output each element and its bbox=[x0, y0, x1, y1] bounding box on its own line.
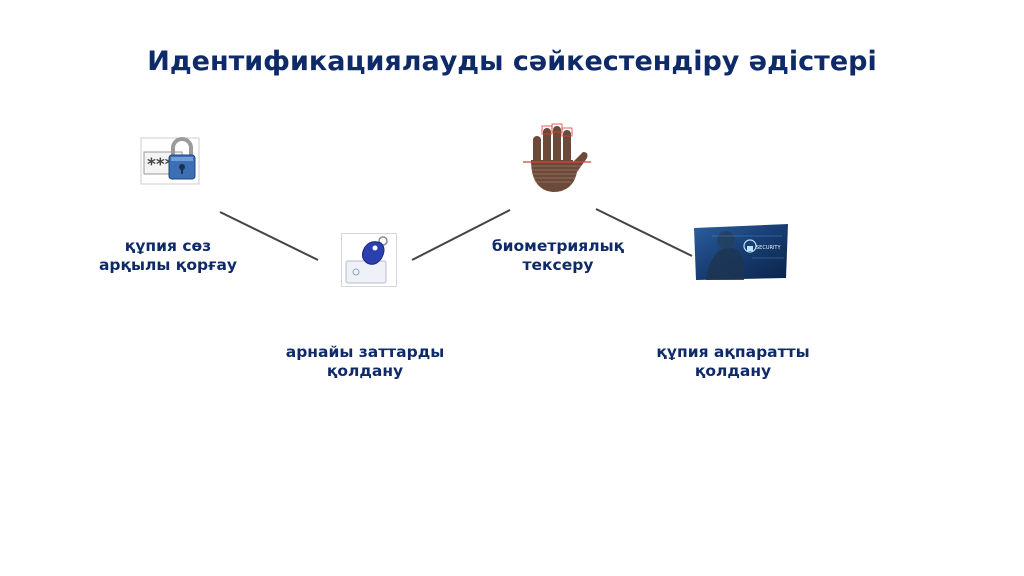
method-label-biometric: биометриялық тексеру bbox=[478, 237, 638, 275]
method-label-secret-info: құпия ақпаратты қолдану bbox=[648, 343, 818, 381]
security-touchscreen-icon: SECURITY bbox=[692, 222, 790, 282]
security-badge-text: SECURITY bbox=[756, 245, 781, 251]
password-lock-icon: *** bbox=[140, 137, 200, 185]
method-label-line: арқылы қорғау bbox=[98, 256, 238, 274]
method-label-line: тексеру bbox=[522, 256, 594, 274]
connector-line-1 bbox=[219, 211, 319, 261]
method-label-line: қолдану bbox=[694, 362, 772, 380]
method-label-line: арнайы заттарды bbox=[285, 343, 445, 361]
method-label-password: құпия сөз арқылы қорғау bbox=[88, 237, 248, 275]
method-label-special-items: арнайы заттарды қолдану bbox=[280, 343, 450, 381]
connector-line-2 bbox=[411, 209, 511, 261]
rfid-keyfob-icon bbox=[341, 233, 397, 287]
method-label-line: биометриялық bbox=[491, 237, 625, 255]
connector-line-3 bbox=[595, 208, 693, 257]
method-label-line: құпия ақпаратты bbox=[656, 343, 810, 361]
method-label-line: құпия сөз bbox=[124, 237, 212, 255]
slide-title: Идентификациялауды сәйкестендіру әдістер… bbox=[147, 46, 877, 77]
password-mask-text: *** bbox=[147, 155, 174, 175]
fingerprint-hand-icon bbox=[521, 120, 593, 194]
method-label-line: қолдану bbox=[326, 362, 404, 380]
